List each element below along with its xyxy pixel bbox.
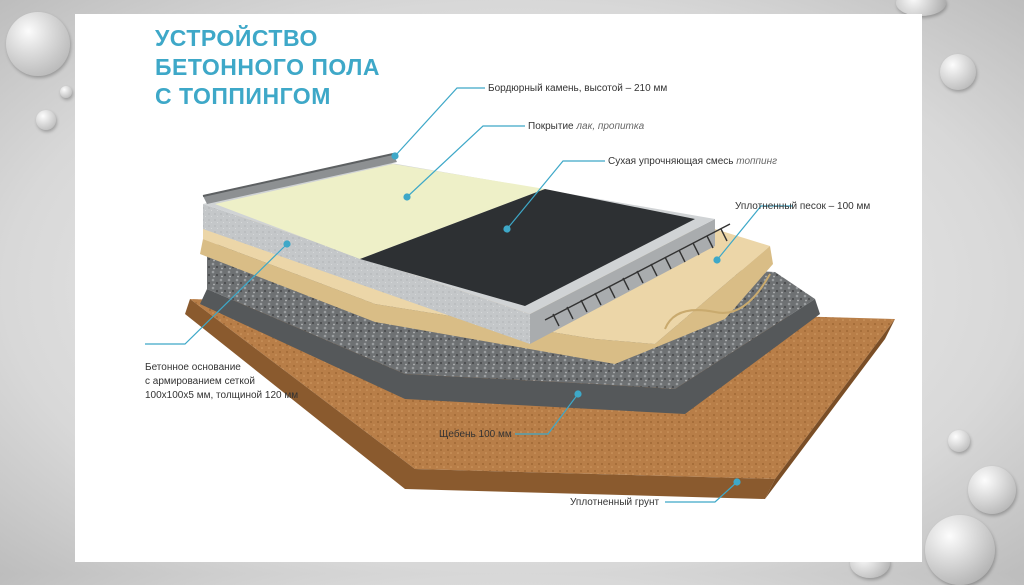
water-drop-decoration [36,110,56,130]
label-topping-note: топпинг [736,156,777,167]
label-topping-main: Сухая упрочняющая смесь [608,156,733,167]
label-concrete-line3: 100х100х5 мм, толщиной 120 мм [145,390,298,401]
leader-curb-stone [395,88,485,156]
water-drop-decoration [940,54,976,90]
leader-dot [504,226,510,232]
leader-dot [714,257,720,263]
water-drop-decoration [968,466,1016,514]
label-coating-main: Покрытие [528,121,574,132]
water-drop-decoration [60,86,72,98]
label-concrete-line1: Бетонное основание [145,362,241,373]
leader-dot [284,241,290,247]
label-curb-stone: Бордюрный камень, высотой – 210 мм [488,83,667,94]
page-title: УСТРОЙСТВО БЕТОННОГО ПОЛА С ТОППИНГОМ [155,24,380,111]
leader-dot [392,153,398,159]
label-soil: Уплотненный грунт [570,497,659,508]
title-line-1: УСТРОЙСТВО [155,24,380,53]
slide: Бордюрный камень, высотой – 210 мм Покры… [75,14,922,562]
label-coating-note: лак, пропитка [575,121,644,132]
leader-dot [734,479,740,485]
title-line-3: С ТОППИНГОМ [155,82,380,111]
label-sand: Уплотненный песок – 100 мм [735,201,870,212]
title-line-2: БЕТОННОГО ПОЛА [155,53,380,82]
water-drop-decoration [925,515,995,585]
leader-dot [404,194,410,200]
label-gravel: Щебень 100 мм [439,428,512,440]
water-drop-decoration [6,12,70,76]
water-drop-decoration [948,430,970,452]
label-concrete-line2: с армированием сеткой [145,376,255,387]
label-coating: Покрытие лак, пропитка [528,121,645,132]
label-topping: Сухая упрочняющая смесь топпинг [608,156,777,167]
leader-dot [575,391,581,397]
